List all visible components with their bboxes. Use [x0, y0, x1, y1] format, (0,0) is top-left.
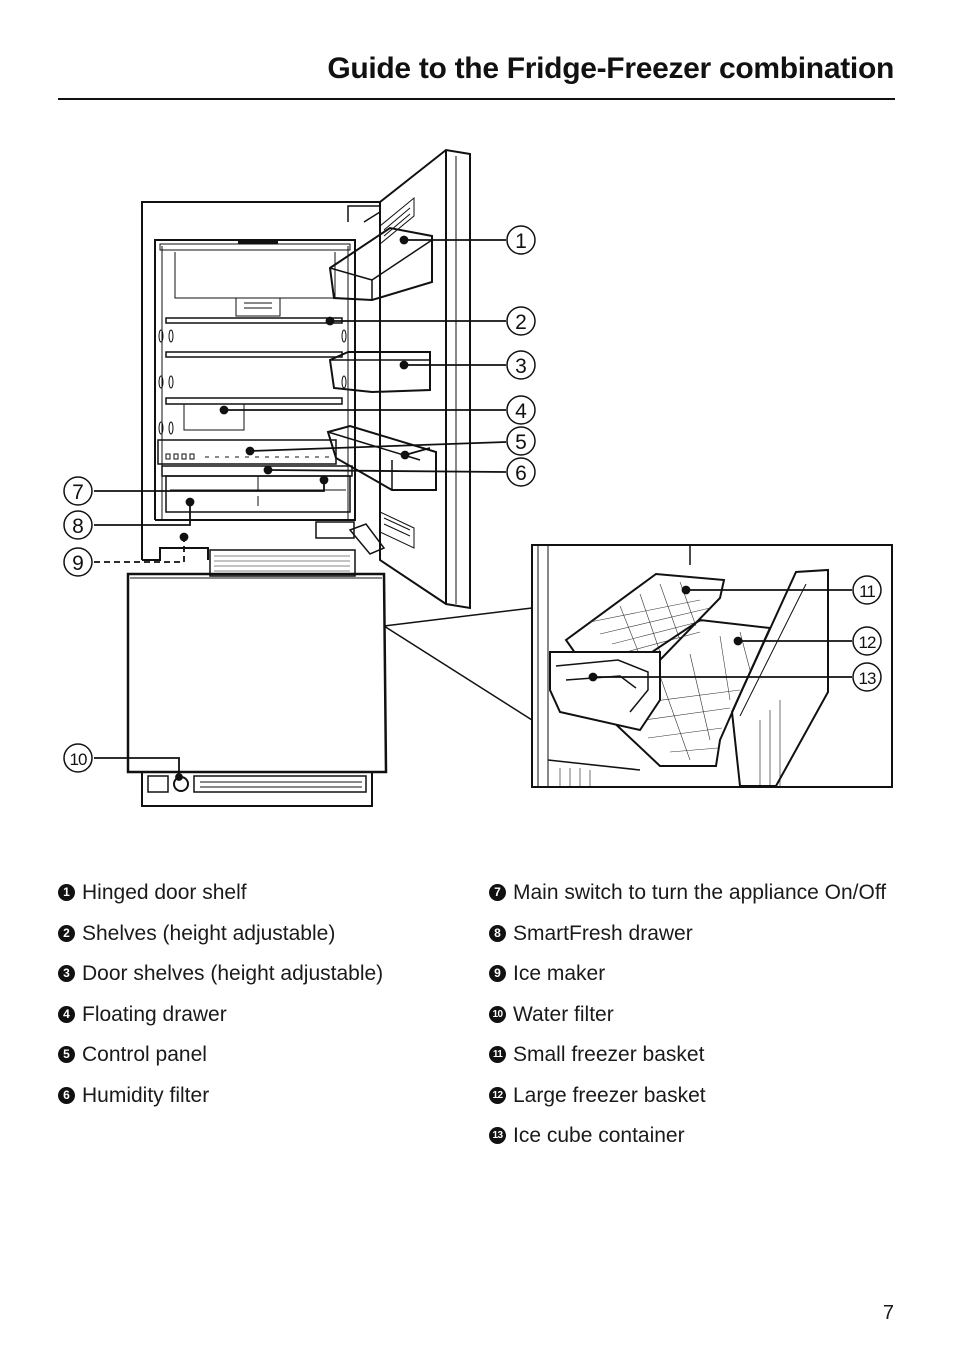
callout-3 [506, 350, 536, 380]
callout-6 [506, 457, 536, 487]
legend-label: Door shelves (height adjustable) [82, 962, 384, 985]
legend-label: Humidity filter [82, 1083, 210, 1107]
legend-number: 12 [489, 1086, 506, 1104]
legend-number: 11 [489, 1046, 506, 1063]
callout-2-label: 2 [515, 311, 527, 334]
legend-item: 5 Control panel [58, 1042, 458, 1068]
legend-item: 6 Humidity filter [58, 1083, 458, 1109]
legend-number: 8 [489, 924, 506, 942]
freezer-drawer [126, 572, 388, 807]
legend-item: 1 Hinged door shelf [58, 880, 458, 906]
legend-label: Water filter [513, 1002, 614, 1026]
legend-left: 1 Hinged door shelf 2 Shelves (height ad… [58, 880, 458, 1123]
legend-number: 3 [58, 965, 75, 982]
callout-1 [506, 225, 536, 255]
callout-13-label: 13 [859, 669, 876, 688]
legend-label: Hinged door shelf [82, 881, 247, 904]
legend-label: Large freezer basket [513, 1083, 706, 1107]
fridge-door [326, 148, 471, 610]
legend-label: Small freezer basket [513, 1043, 705, 1066]
legend-label: Shelves (height adjustable) [82, 921, 336, 945]
callout-8 [63, 510, 93, 540]
legend-label: Ice cube container [513, 1124, 685, 1147]
callout-12-label: 12 [859, 633, 876, 652]
callout-10-label: 10 [70, 750, 87, 769]
legend-item: 13 Ice cube container [489, 1123, 889, 1149]
callout-13 [852, 662, 882, 692]
legend-label: SmartFresh drawer [513, 921, 693, 945]
legend-label: Main switch to turn the appliance On/Off [513, 881, 887, 904]
callout-7 [63, 476, 93, 506]
page-number: 7 [882, 1302, 894, 1324]
legend-number: 9 [489, 965, 506, 982]
callout-2 [506, 306, 536, 336]
callout-9 [63, 547, 93, 577]
legend-label: Floating drawer [82, 1002, 227, 1026]
callout-11 [852, 575, 882, 605]
legend-number: 5 [58, 1046, 75, 1063]
legend-item: 3 Door shelves (height adjustable) [58, 961, 458, 987]
legend-label: Ice maker [513, 962, 606, 985]
callout-9-label: 9 [72, 552, 84, 575]
title-rule [58, 98, 895, 100]
legend-item: 4 Floating drawer [58, 1002, 458, 1028]
legend-item: 8 SmartFresh drawer [489, 921, 889, 947]
callout-12 [852, 626, 882, 656]
callout-6-label: 6 [515, 462, 527, 485]
callout-5 [506, 426, 536, 456]
callout-3-label: 3 [515, 355, 527, 378]
legend-item: 9 Ice maker [489, 961, 889, 987]
callout-11-label: 11 [859, 582, 875, 601]
legend-number: 2 [58, 924, 75, 942]
legend-right: 7 Main switch to turn the appliance On/O… [489, 880, 889, 1164]
callout-1-label: 1 [515, 230, 527, 253]
legend-label: Control panel [82, 1043, 207, 1066]
legend-number: 1 [58, 884, 75, 901]
callout-8-label: 8 [72, 515, 84, 538]
legend-number: 10 [489, 1005, 506, 1023]
callout-4 [506, 395, 536, 425]
legend-item: 11 Small freezer basket [489, 1042, 889, 1068]
callout-7-label: 7 [72, 481, 84, 504]
page-title: Guide to the Fridge-Freezer combination [327, 52, 894, 85]
legend-number: 7 [489, 884, 506, 901]
callout-5-label: 5 [515, 431, 527, 454]
legend-number: 13 [489, 1127, 506, 1144]
legend-item: 10 Water filter [489, 1002, 889, 1028]
legend-item: 12 Large freezer basket [489, 1083, 889, 1109]
legend-number: 6 [58, 1086, 75, 1104]
callout-4-label: 4 [515, 400, 527, 423]
detail-inset [531, 544, 893, 788]
callout-10 [63, 743, 93, 773]
legend-item: 2 Shelves (height adjustable) [58, 921, 458, 947]
legend-number: 4 [58, 1005, 75, 1023]
legend-item: 7 Main switch to turn the appliance On/O… [489, 880, 889, 906]
